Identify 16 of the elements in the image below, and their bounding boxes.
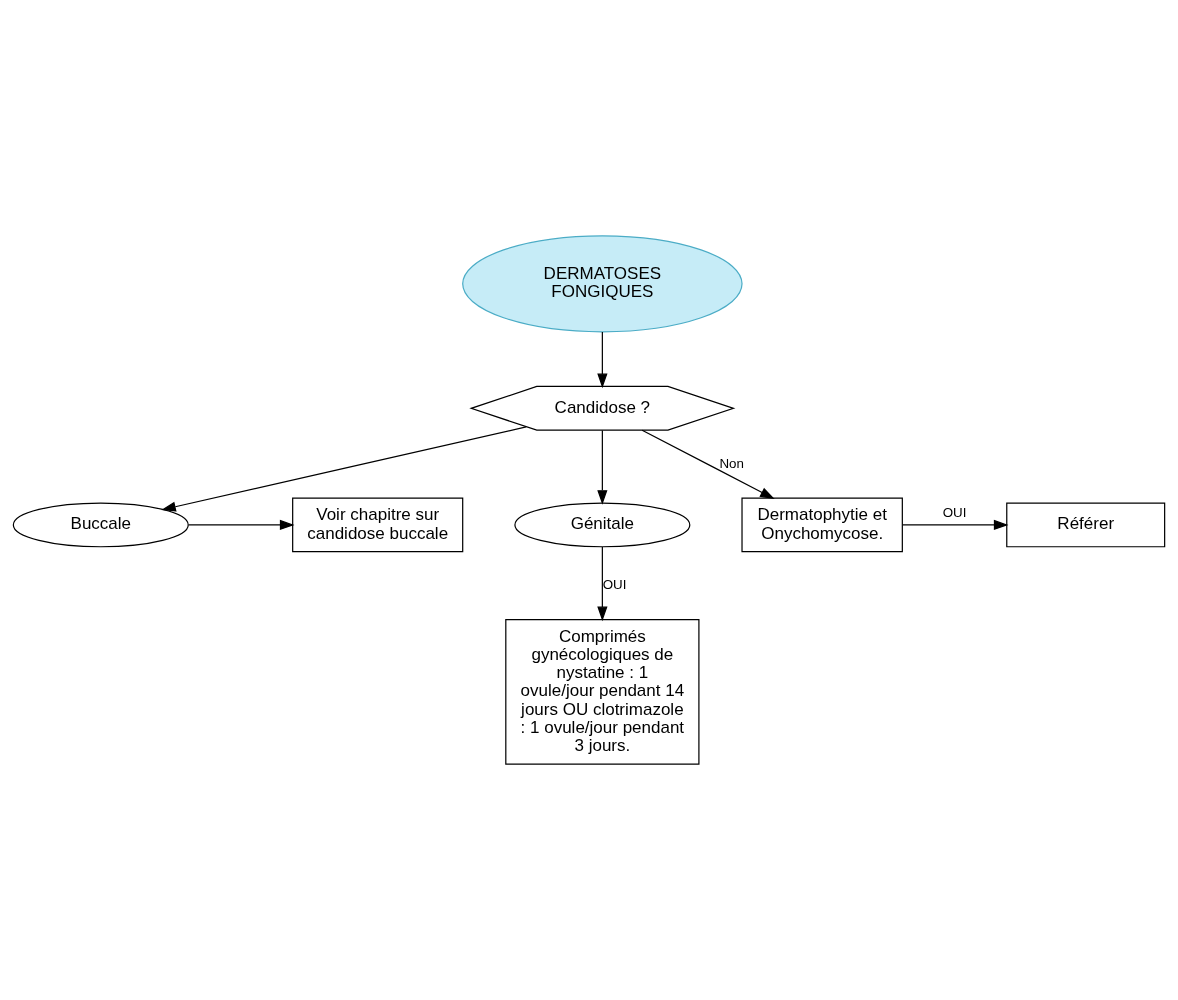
edge-label: OUI — [602, 577, 627, 593]
edge-label: OUI — [942, 505, 967, 521]
arrow — [597, 429, 608, 505]
arrow — [641, 429, 775, 499]
node-box: Voir chapitre sur candidose buccale — [292, 497, 464, 553]
arrow — [597, 331, 608, 389]
node-box: Comprimés gynécologiques de nystatine : 1 ovule/jour pendant 14 jours OU clotrimazole : 1 ovule/jour pendant 3 jours. — [505, 619, 700, 765]
arrow — [902, 519, 1009, 530]
arrow — [188, 519, 295, 530]
arrow — [161, 426, 527, 512]
node-box: Référer — [1006, 502, 1166, 548]
node-ellipse: Génitale — [514, 502, 691, 548]
node-ellipse: DERMATOSES FONGIQUES — [462, 235, 743, 333]
edge-label: Non — [719, 455, 744, 471]
arrow — [597, 546, 608, 622]
node-box: Dermatophytie et Onychomycose. — [741, 497, 903, 553]
